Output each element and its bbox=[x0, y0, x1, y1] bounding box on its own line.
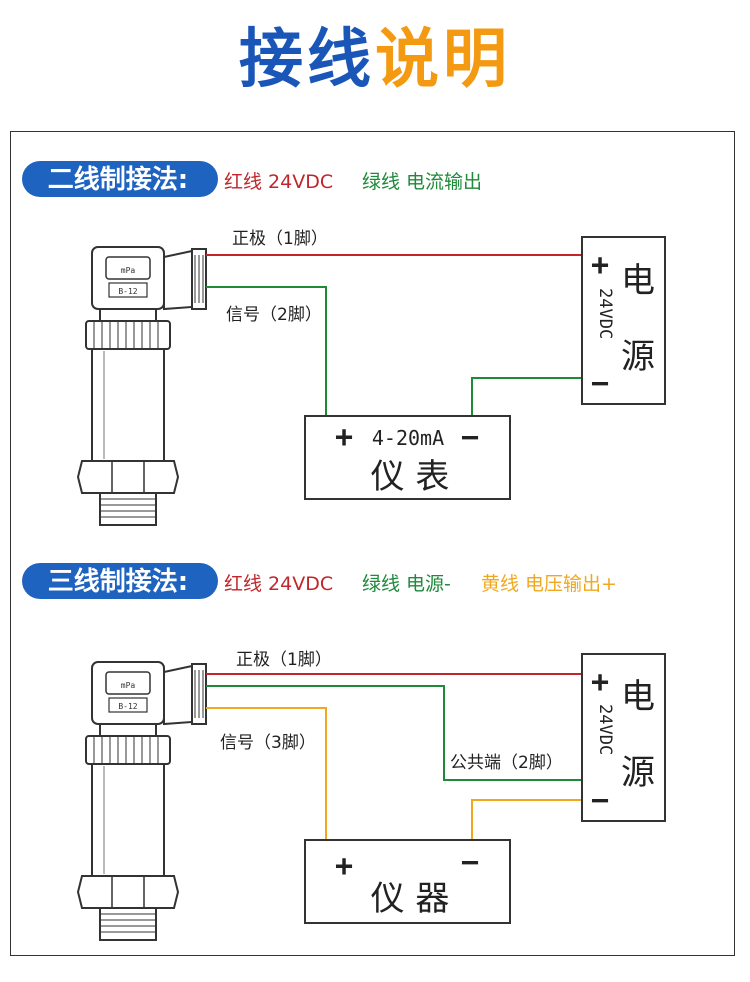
section2-label-common: 公共端（2脚） bbox=[450, 753, 563, 773]
section2-sensor: mPa B-12 bbox=[77, 661, 207, 941]
section1-power-name2: 源 bbox=[621, 337, 655, 377]
diagram-frame bbox=[10, 131, 735, 956]
section1-meter-range: 4-20mA bbox=[372, 426, 444, 450]
section2-power-plus: + bbox=[591, 665, 609, 700]
section1-label-signal: 信号（2脚） bbox=[226, 305, 322, 325]
section2-badge-text: 三线制接法: bbox=[48, 567, 188, 597]
section1-power-name1: 电 bbox=[621, 261, 655, 301]
section1-sensor: mPa B-12 bbox=[77, 246, 207, 526]
section1-meter-plus: + bbox=[335, 420, 353, 455]
section2-sensor-tag: B-12 bbox=[118, 702, 137, 711]
section1-power-minus: − bbox=[591, 366, 609, 401]
section2-green-wire bbox=[206, 685, 582, 781]
section2-meter-box: + − 仪 器 bbox=[304, 839, 511, 924]
section2-badge bbox=[22, 563, 218, 599]
section2-yellow-wire-return bbox=[471, 799, 582, 840]
section1-legend-red: 红线 24VDC bbox=[224, 171, 333, 193]
section1-legend-green: 绿线 电流输出 bbox=[362, 171, 482, 193]
section1-meter-minus: − bbox=[461, 420, 479, 455]
section2-meter-plus: + bbox=[335, 849, 353, 884]
section2-power-box: + − 电 源 24VDC bbox=[581, 653, 666, 822]
section2-yellow-wire-signal bbox=[206, 707, 327, 840]
title-part1: 接线 bbox=[239, 23, 375, 97]
section2-label-positive: 正极（1脚） bbox=[236, 650, 332, 670]
section1-header: 二线制接法: 红线 24VDC 绿线 电流输出 bbox=[22, 161, 482, 197]
section1-power-plus: + bbox=[591, 248, 609, 283]
section1-badge-text: 二线制接法: bbox=[48, 165, 188, 195]
section1-sensor-tag: B-12 bbox=[118, 287, 137, 296]
section1-green-wire-signal bbox=[206, 286, 327, 416]
section2-header: 三线制接法: 红线 24VDC 绿线 电源- 黄线 电压输出+ bbox=[22, 563, 617, 599]
section2-meter-minus: − bbox=[461, 845, 479, 880]
section2-power-minus: − bbox=[591, 783, 609, 818]
section2-sensor-unit: mPa bbox=[121, 681, 136, 690]
section1-power-box: + − 电 源 24VDC bbox=[581, 236, 666, 405]
section2-meter-name: 仪 器 bbox=[371, 879, 450, 919]
section2-power-name2: 源 bbox=[621, 753, 655, 793]
section1-green-wire-return bbox=[471, 377, 582, 416]
section2-power-name1: 电 bbox=[621, 677, 655, 717]
section2-power-voltage: 24VDC bbox=[595, 704, 615, 755]
section2-label-signal: 信号（3脚） bbox=[220, 733, 316, 753]
section2-legend-yellow: 黄线 电压输出+ bbox=[481, 573, 617, 595]
section1-badge bbox=[22, 161, 218, 197]
section2-legend-red: 红线 24VDC bbox=[224, 573, 333, 595]
title-part2: 说明 bbox=[375, 23, 511, 97]
section1-label-positive: 正极（1脚） bbox=[232, 229, 328, 249]
section1-power-voltage: 24VDC bbox=[595, 288, 615, 339]
section1-sensor-unit: mPa bbox=[121, 266, 136, 275]
section1-meter-name: 仪 表 bbox=[371, 457, 450, 497]
section2-legend-green: 绿线 电源- bbox=[362, 573, 451, 595]
section1-meter-box: + 4-20mA − 仪 表 bbox=[304, 415, 511, 500]
page-title: 接线说明 bbox=[0, 20, 750, 100]
